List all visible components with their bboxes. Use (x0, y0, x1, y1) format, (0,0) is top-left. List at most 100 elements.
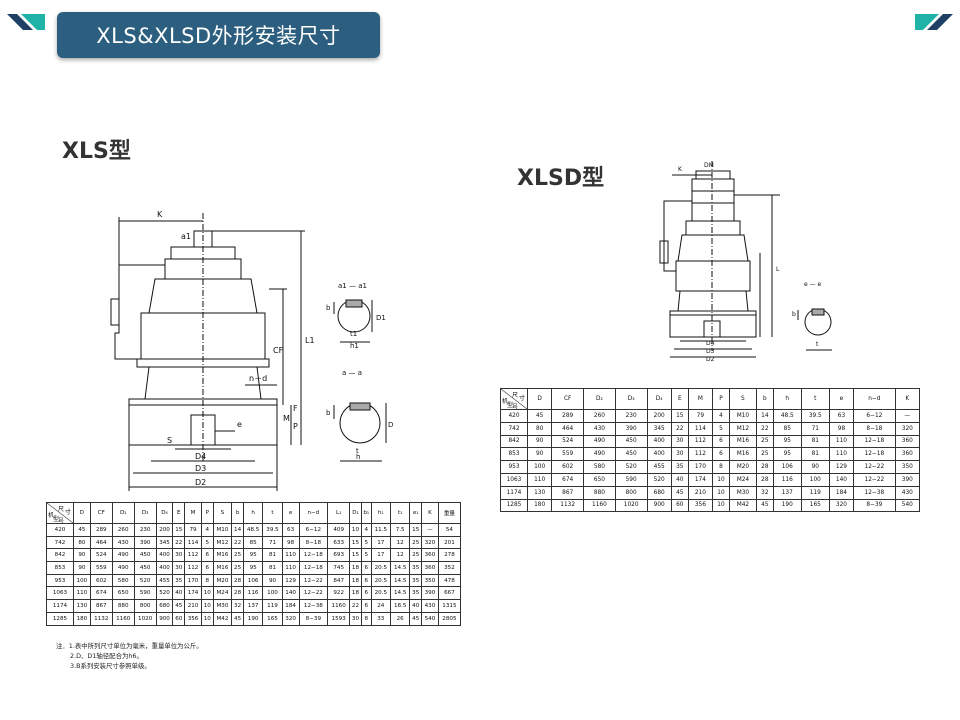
dim-label-a1: a1 (181, 232, 191, 241)
table-cell: 5 (712, 421, 730, 436)
table-cell: 32 (231, 599, 244, 613)
table-cell: 90 (73, 561, 91, 575)
table-cell: 1315 (437, 599, 462, 613)
table-cell: 40 (172, 586, 186, 601)
table-cell: 867 (551, 485, 585, 500)
table-cell: 260 (583, 409, 616, 423)
table-cell: 12−22 (853, 460, 896, 474)
table-cell: 210 (184, 599, 202, 613)
table-cell: 633 (327, 535, 351, 550)
table-cell: 28 (755, 472, 774, 487)
table-cell: 450 (133, 561, 157, 575)
table-cell: 110 (281, 548, 300, 563)
table-cell: 278 (437, 548, 462, 563)
table-cell: 81 (800, 434, 830, 449)
table-cell: 6−12 (853, 409, 896, 423)
table-cell: 48.5 (242, 523, 264, 537)
table-cell: 14.5 (389, 586, 411, 601)
table-cell: 1174 (500, 485, 528, 500)
table-cell: 18 (349, 561, 362, 575)
xls-column-header: D₃ (133, 502, 157, 524)
table-cell: 430 (421, 599, 439, 613)
xlsd-section-title: e — e (804, 281, 822, 288)
table-cell: 30 (670, 434, 689, 449)
table-cell: 95 (242, 548, 264, 563)
xls-panel: XLS型 (35, 123, 462, 675)
table-cell: 35 (172, 573, 186, 588)
table-cell: 842 (500, 434, 528, 449)
table-cell: 90 (526, 434, 553, 449)
table-cell: M42 (728, 498, 757, 513)
table-cell: 210 (687, 485, 714, 500)
table-cell: 45 (526, 409, 553, 423)
table-cell: 10 (200, 586, 214, 601)
table-cell: 100 (526, 460, 553, 474)
table-cell: 1174 (46, 599, 74, 613)
table-cell: 10 (712, 498, 730, 513)
xlsd-dim-label-L: L (776, 266, 780, 273)
table-cell: 35 (670, 460, 689, 474)
table-cell: M20 (212, 573, 233, 588)
xls-corner-left: 机 (48, 512, 55, 519)
xlsd-dim-label-K: K (678, 166, 683, 173)
table-cell: 455 (155, 573, 174, 588)
table-cell: 320 (281, 611, 300, 626)
table-cell: 5 (360, 548, 372, 563)
dim-label-S: S (167, 436, 172, 445)
table-cell: 140 (828, 472, 855, 487)
table-cell: 80 (526, 421, 553, 436)
xls-corner-top: 尺 (58, 506, 65, 513)
table-cell: 116 (242, 586, 264, 601)
table-cell: 853 (46, 561, 74, 575)
table-cell: — (421, 523, 439, 537)
table-cell: 490 (583, 434, 616, 449)
table-cell: 490 (111, 548, 135, 563)
table-cell: 289 (551, 409, 585, 423)
xls-outline-drawing: K a1 L1 CF n－d M F P S e D4 D3 D2 (110, 210, 315, 491)
table-cell: 116 (772, 472, 802, 487)
table-cell: 45 (670, 485, 689, 500)
table-cell: 559 (551, 447, 585, 462)
table-cell: 129 (281, 573, 300, 588)
xlsd-column-header: b (755, 388, 774, 410)
table-cell: 650 (583, 472, 616, 487)
xls-column-header: CF (89, 502, 113, 524)
xls-column-header: M (184, 502, 202, 524)
xlsd-column-header: D₂ (583, 388, 616, 410)
table-cell: 25 (231, 548, 244, 563)
table-cell: 85 (242, 535, 264, 550)
table-cell: 100 (262, 586, 283, 601)
xls-model-title: XLS型 (62, 139, 131, 164)
table-cell: 800 (614, 485, 648, 500)
table-cell: 8 (360, 611, 372, 626)
table-cell: M12 (212, 535, 233, 550)
dim-label-D2: D2 (195, 478, 206, 487)
table-cell: 71 (800, 421, 830, 436)
table-cell: 4 (200, 523, 214, 537)
table-cell: 10 (349, 523, 362, 537)
xlsd-panel: XLSD型 K DM L (500, 151, 922, 522)
table-cell: M30 (212, 599, 233, 613)
table-cell: 25 (409, 548, 423, 563)
table-cell: 90 (526, 447, 553, 462)
table-cell: 12 (389, 548, 411, 563)
table-cell: 95 (772, 447, 802, 462)
dim-label-e: e (237, 420, 242, 429)
dim-label-F: F (293, 404, 298, 413)
xlsd-corner-bottom2: 号 (512, 404, 519, 410)
table-cell: 1160 (583, 498, 616, 513)
table-cell: 32 (755, 485, 774, 500)
table-cell: 28 (231, 573, 244, 588)
table-cell: 800 (133, 599, 157, 613)
xls-section-a: a — a D b t h (326, 369, 393, 462)
table-cell: 520 (614, 460, 648, 474)
xlsd-model-title: XLSD型 (517, 166, 605, 191)
table-cell: 98 (281, 535, 300, 550)
table-cell: 10 (200, 611, 214, 626)
table-cell: 450 (614, 447, 648, 462)
